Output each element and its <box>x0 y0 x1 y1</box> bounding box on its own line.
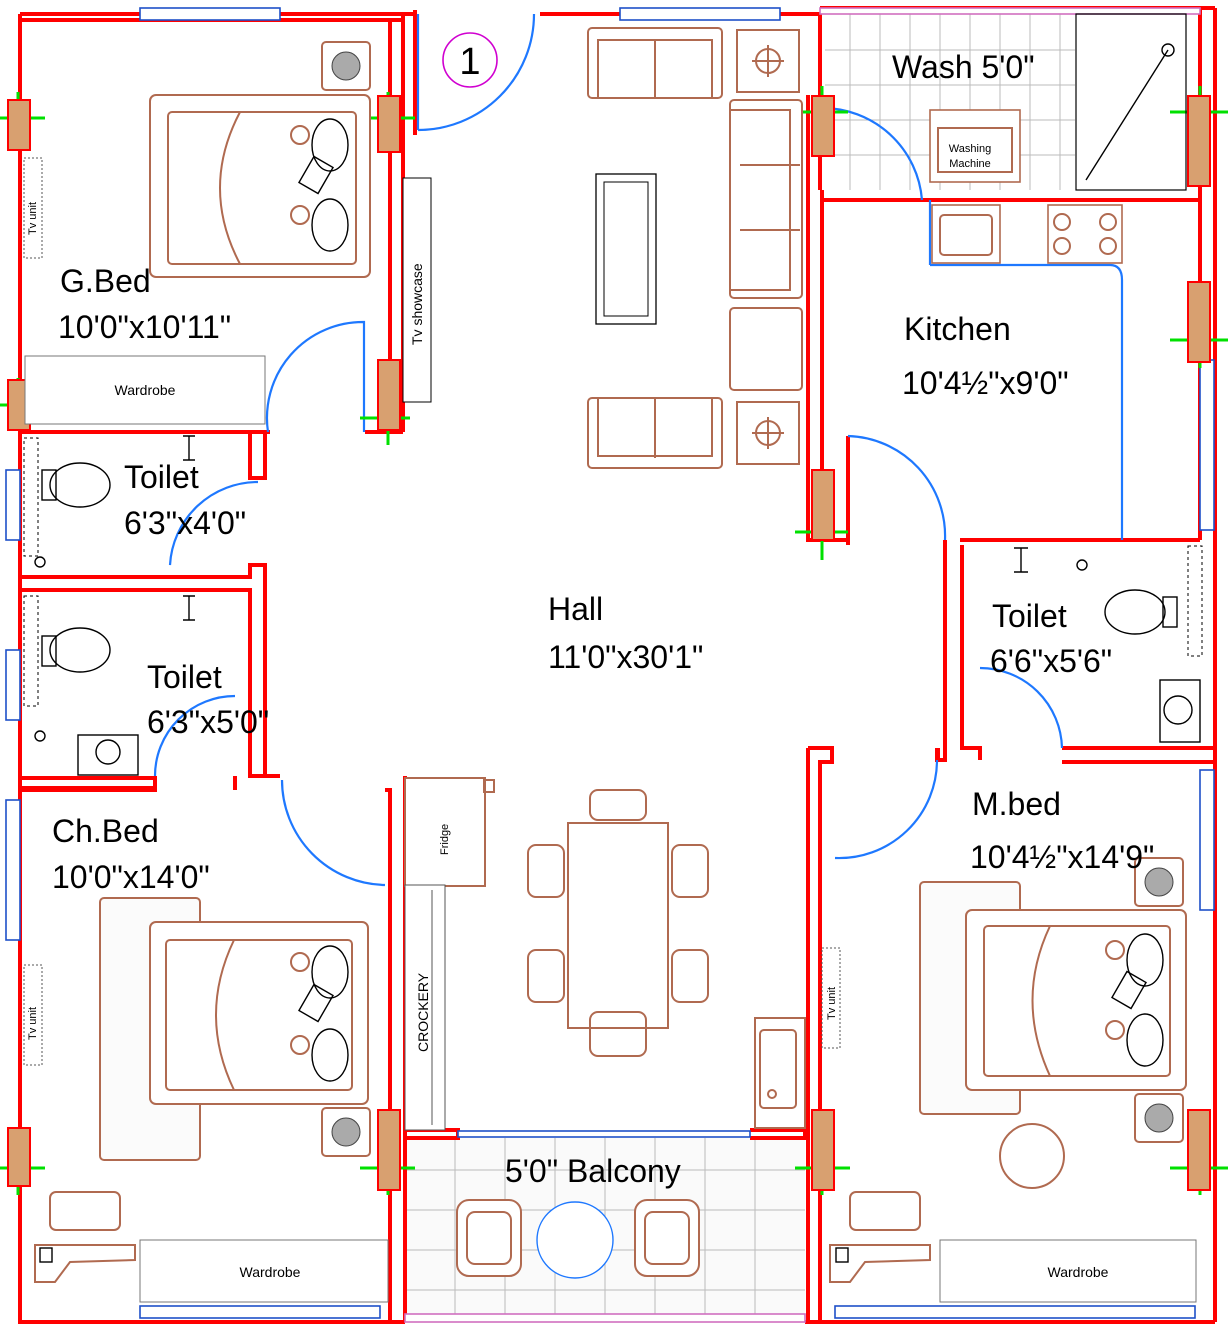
door-marker: 1 <box>442 32 498 88</box>
hall-name: Hall <box>548 591 603 627</box>
mbed-name: M.bed <box>972 786 1061 822</box>
washing-machine-label-2: Machine <box>949 158 991 170</box>
toilet2-name: Toilet <box>147 659 222 695</box>
hall-sofas <box>587 27 803 469</box>
wardrobes <box>24 355 1197 1303</box>
tv-showcase <box>402 177 432 403</box>
kitchen-name: Kitchen <box>904 311 1011 347</box>
doors <box>153 13 1124 887</box>
washing-machine-label-1: Washing <box>949 143 991 155</box>
kitchen-size: 10'4½"x9'0" <box>902 365 1069 401</box>
mbed-size: 10'4½"x14'9" <box>970 839 1154 875</box>
toilet-fixtures <box>23 435 1203 776</box>
gbed-bed <box>149 94 371 278</box>
fridge <box>404 777 495 887</box>
room-labels: G.Bed 10'0"x10'11" Wash 5'0" Kitchen 10'… <box>52 49 1154 1189</box>
fridge-label: Fridge <box>439 824 451 855</box>
chbed-tv-unit-label: Tv unit <box>27 1007 39 1040</box>
tv-units: Tv unit Tv unit Tv unit <box>23 157 841 1066</box>
toilet3-size: 6'6"x5'6" <box>990 643 1112 679</box>
crockery-label: CROCKERY <box>415 972 431 1052</box>
wash-label: Wash 5'0" <box>892 49 1035 85</box>
hall-size: 11'0"x30'1" <box>548 639 703 675</box>
side-tables <box>321 41 1184 1157</box>
gbed-name: G.Bed <box>60 263 151 299</box>
toilet1-size: 6'3"x4'0" <box>124 505 246 541</box>
mbed-tv-unit-label: Tv unit <box>826 987 838 1020</box>
chbed-name: Ch.Bed <box>52 813 159 849</box>
toilet1-name: Toilet <box>124 459 199 495</box>
gbed-wardrobe-label: Wardrobe <box>115 382 176 398</box>
mbed-wardrobe-label: Wardrobe <box>1048 1264 1109 1280</box>
gbed-tv-unit-label: Tv unit <box>27 202 39 235</box>
crockery-unit <box>404 884 446 1131</box>
study-desks <box>34 1191 931 1283</box>
windows <box>5 7 1215 1323</box>
toilet2-size: 6'3"x5'0" <box>147 704 269 740</box>
chbed-size: 10'0"x14'0" <box>52 859 210 895</box>
door-marker-number: 1 <box>459 41 480 83</box>
balcony-furniture <box>456 1199 700 1279</box>
hall-wash-basin <box>754 1017 806 1129</box>
tv-showcase-label: Tv showcase <box>409 263 425 345</box>
chbed-wardrobe-label: Wardrobe <box>240 1264 301 1280</box>
balcony-label: 5'0" Balcony <box>505 1153 681 1189</box>
gbed-size: 10'0"x10'11" <box>58 309 231 345</box>
toilet3-name: Toilet <box>992 598 1067 634</box>
mbed-bed <box>919 881 1187 1189</box>
dining-set <box>527 789 709 1057</box>
chbed-bed <box>99 897 369 1161</box>
kitchen-fixtures <box>929 13 1187 264</box>
